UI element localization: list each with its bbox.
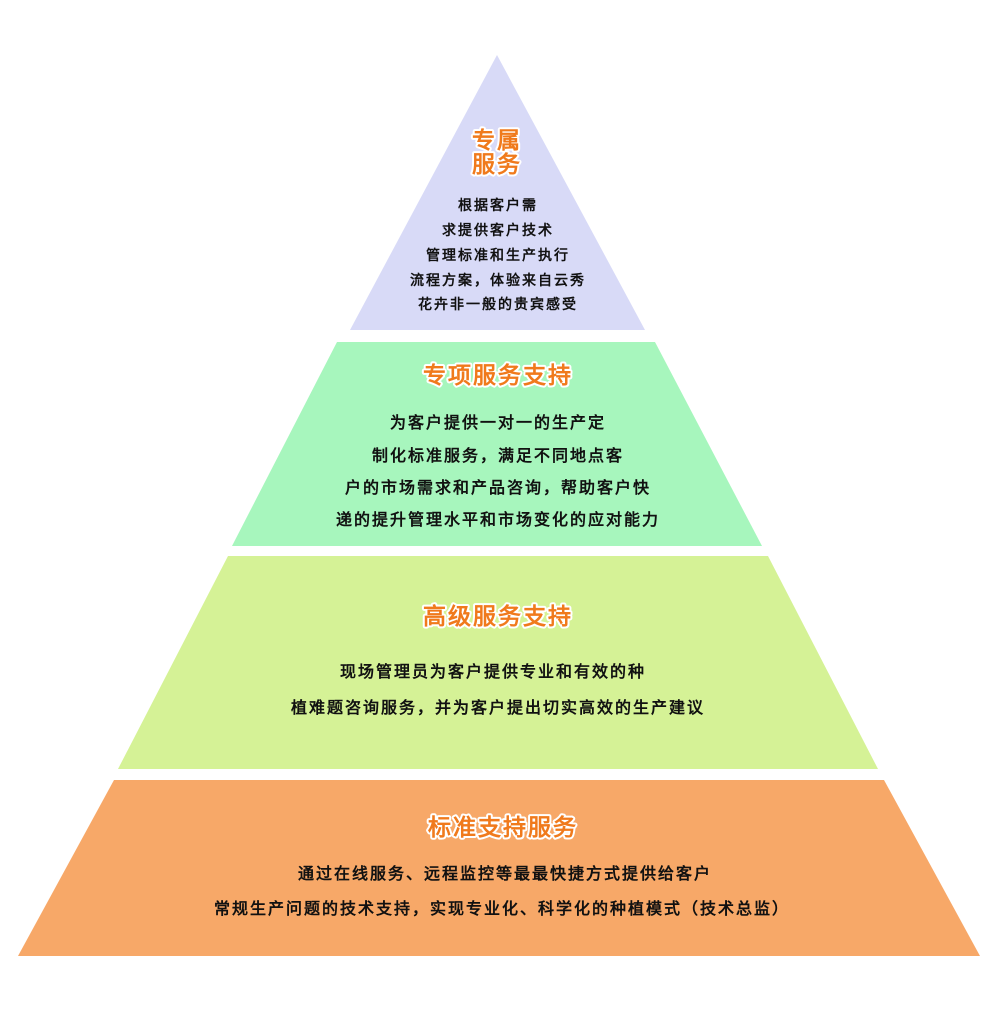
- tier-advanced-title: 高级服务支持: [423, 603, 573, 630]
- tier-standard-shape: [18, 780, 980, 956]
- tier-special-desc-line-2: 制化标准服务，满足不同地点客: [372, 446, 624, 465]
- tier-advanced-desc-line-2: 植难题咨询服务，并为客户提出切实高效的生产建议: [290, 698, 705, 717]
- tier-special-desc-line-1: 为客户提供一对一的生产定: [390, 413, 606, 432]
- tier-exclusive-desc-line-2: 求提供客户技术: [442, 222, 554, 239]
- tier-special-support: 专项服务支持 为客户提供一对一的生产定 制化标准服务，满足不同地点客 户的市场需…: [232, 342, 762, 546]
- tier-exclusive-title-line-1: 专属: [472, 127, 522, 154]
- tier-exclusive-title-line-2: 服务: [472, 152, 522, 178]
- tier-special-shape: [232, 342, 762, 546]
- tier-special-desc-line-3: 户的市场需求和产品咨询，帮助客户快: [345, 478, 651, 497]
- tier-exclusive-desc-line-1: 根据客户需: [458, 197, 538, 214]
- tier-special-desc-line-4: 递的提升管理水平和市场变化的应对能力: [336, 510, 660, 529]
- tier-advanced-support: 高级服务支持 现场管理员为客户提供专业和有效的种 植难题咨询服务，并为客户提出切…: [118, 556, 878, 769]
- tier-standard-title: 标准支持服务: [428, 815, 578, 841]
- tier-exclusive-desc-line-5: 花卉非一般的贵宾感受: [418, 296, 578, 313]
- tier-exclusive-service: 专属 服务 根据客户需 求提供客户技术 管理标准和生产执行 流程方案，体验来自云…: [350, 55, 645, 330]
- tier-standard-desc-line-2: 常规生产问题的技术支持，实现专业化、科学化的种植模式（技术总监）: [214, 899, 790, 918]
- tier-exclusive-desc-line-3: 管理标准和生产执行: [426, 247, 570, 264]
- tier-special-title: 专项服务支持: [423, 362, 573, 389]
- tier-standard-desc-line-1: 通过在线服务、远程监控等最最快捷方式提供给客户: [298, 864, 712, 883]
- tier-standard-support: 标准支持服务 通过在线服务、远程监控等最最快捷方式提供给客户 常规生产问题的技术…: [18, 780, 980, 956]
- tier-advanced-desc-line-1: 现场管理员为客户提供专业和有效的种: [340, 662, 646, 681]
- tier-exclusive-shape: [350, 55, 645, 330]
- tier-advanced-shape: [118, 556, 878, 769]
- tier-exclusive-desc-line-4: 流程方案，体验来自云秀: [410, 272, 586, 289]
